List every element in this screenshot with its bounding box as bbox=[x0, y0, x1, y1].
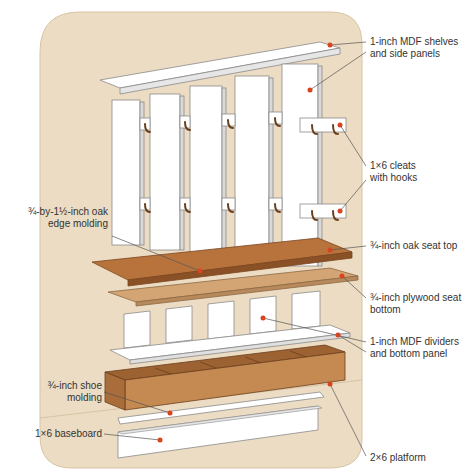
side-panel bbox=[235, 76, 269, 260]
hook bbox=[275, 118, 280, 126]
leader-dot bbox=[198, 269, 203, 274]
part-label: 1×6 baseboard bbox=[14, 428, 102, 440]
baseboard bbox=[118, 406, 318, 458]
hook bbox=[145, 124, 150, 132]
panel-edge bbox=[318, 66, 322, 266]
hook bbox=[312, 211, 317, 220]
leader-dots bbox=[158, 43, 345, 443]
part-label: 1-inch MDF shelves and side panels bbox=[370, 36, 466, 60]
leader-line bbox=[340, 125, 366, 166]
side-panel bbox=[190, 86, 222, 255]
hook bbox=[228, 204, 233, 212]
leader-dot bbox=[336, 333, 341, 338]
leader-dot bbox=[328, 382, 333, 387]
hooks bbox=[145, 118, 338, 220]
leader-line bbox=[342, 276, 366, 298]
leader-line bbox=[263, 318, 366, 342]
panel-edge bbox=[222, 88, 226, 255]
leader-dot bbox=[338, 123, 343, 128]
leader-line bbox=[330, 384, 366, 456]
joist bbox=[290, 351, 306, 357]
leader-dot bbox=[328, 248, 333, 253]
leader-dot bbox=[158, 438, 163, 443]
leader-line bbox=[104, 434, 160, 440]
cleat bbox=[300, 204, 346, 218]
platform-side bbox=[105, 372, 125, 410]
leader-line bbox=[104, 392, 170, 413]
hook bbox=[312, 125, 317, 134]
leader-dot bbox=[338, 209, 343, 214]
part-label: 2×6 platform bbox=[370, 452, 466, 464]
leader-line bbox=[112, 236, 200, 271]
joist bbox=[245, 357, 261, 363]
cleats bbox=[140, 112, 346, 218]
part-label: ¾-inch shoe molding bbox=[14, 380, 102, 404]
cleat bbox=[300, 118, 346, 132]
hook bbox=[333, 125, 338, 134]
hook bbox=[185, 204, 190, 212]
side-panel bbox=[150, 94, 180, 250]
part-label: ¾-by-1½-inch oak edge molding bbox=[16, 206, 108, 230]
leader-lines bbox=[104, 42, 366, 456]
leader-line bbox=[340, 180, 366, 211]
leader-dot bbox=[308, 88, 313, 93]
hook bbox=[275, 204, 280, 212]
part-label: 1-inch MDF dividers and bottom panel bbox=[370, 336, 466, 360]
part-label: ¾-inch plywood seat bottom bbox=[370, 292, 466, 316]
plywood-edge bbox=[136, 276, 358, 306]
platform-joists bbox=[155, 351, 306, 374]
leader-dot bbox=[168, 411, 173, 416]
hook bbox=[145, 204, 150, 212]
platform-front bbox=[125, 352, 345, 410]
divider bbox=[250, 296, 276, 334]
leader-line bbox=[330, 42, 366, 45]
divider bbox=[124, 311, 150, 348]
joist bbox=[200, 362, 216, 368]
panel-edge bbox=[269, 78, 273, 260]
leader-line bbox=[310, 52, 366, 90]
part-label: 1×6 cleats with hooks bbox=[370, 160, 430, 184]
hook bbox=[333, 211, 338, 220]
leader-dot bbox=[340, 274, 345, 279]
baseboard-top bbox=[118, 406, 322, 434]
hook bbox=[185, 122, 190, 130]
leader-line bbox=[330, 246, 366, 250]
leader-dot bbox=[328, 43, 333, 48]
divider bbox=[292, 291, 320, 329]
plywood-seat-bottom bbox=[108, 268, 358, 302]
divider bbox=[208, 301, 234, 339]
part-label: ¾-inch oak seat top bbox=[370, 240, 466, 252]
joist bbox=[155, 368, 171, 374]
hook bbox=[228, 120, 233, 128]
side-panels bbox=[112, 64, 322, 266]
divider bbox=[166, 306, 192, 343]
side-panel bbox=[112, 100, 140, 245]
leader-dot bbox=[261, 316, 266, 321]
leader-line bbox=[338, 335, 366, 352]
side-panel bbox=[282, 64, 318, 266]
